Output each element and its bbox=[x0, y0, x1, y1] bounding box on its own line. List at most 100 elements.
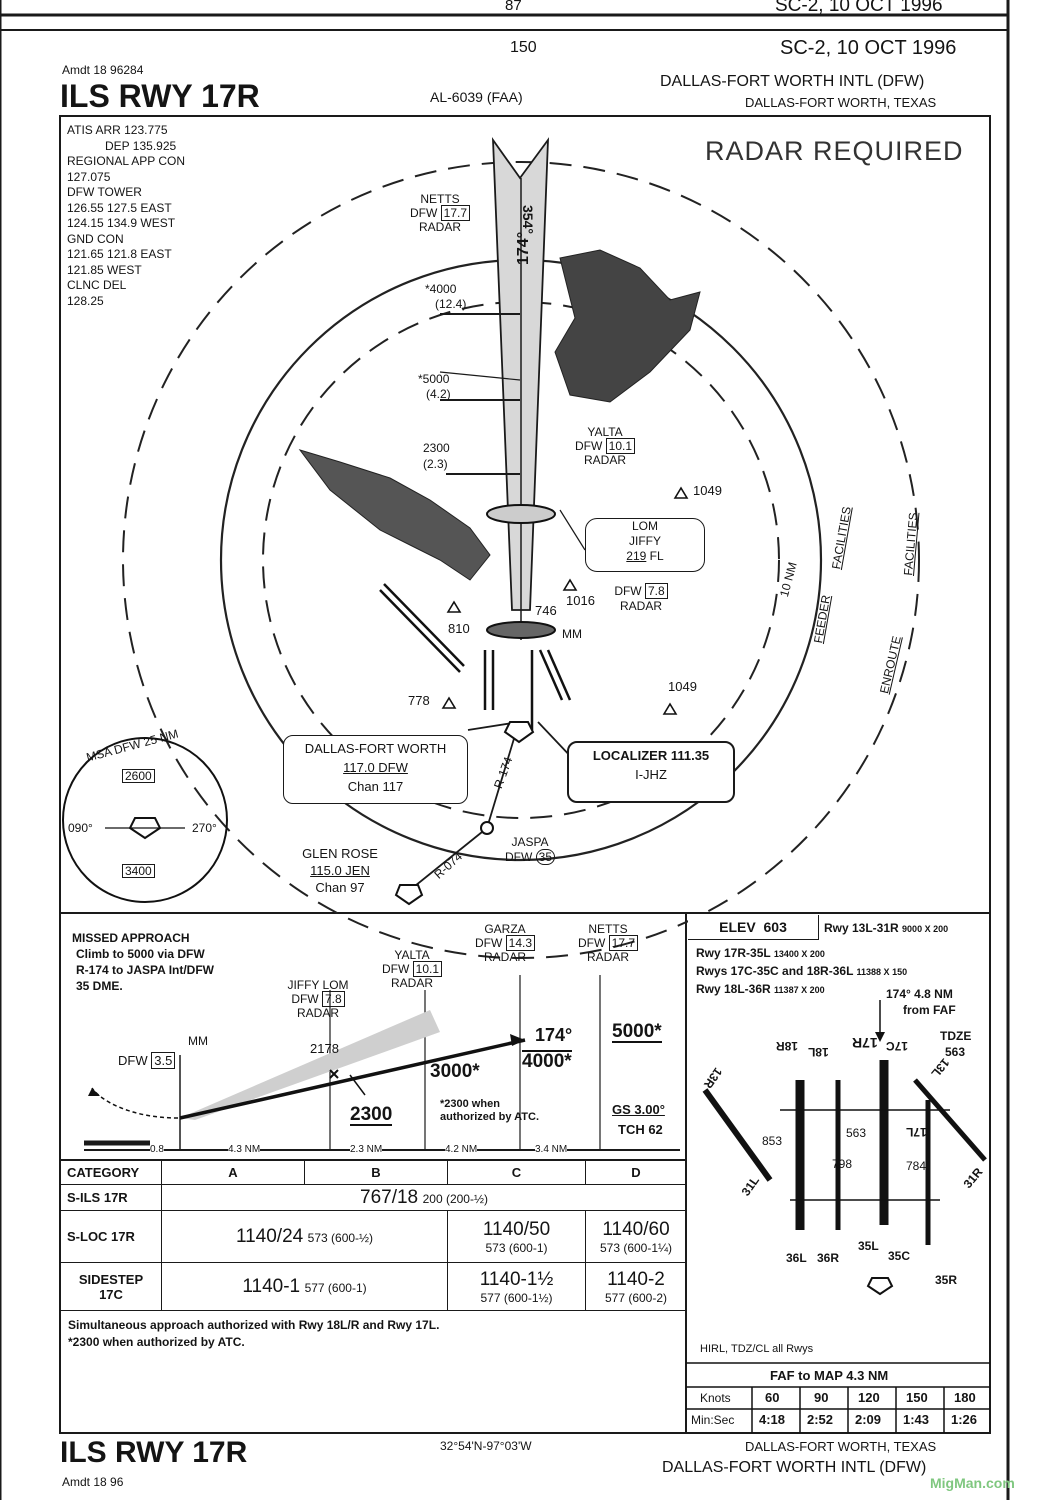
netts-name-profile: NETTS bbox=[588, 922, 628, 936]
atis-dep: DEP 135.925 bbox=[105, 138, 177, 153]
msa-sector-3400: 3400 bbox=[122, 864, 155, 878]
s-ils-sub: 200 (200-½) bbox=[422, 1191, 488, 1206]
alt-2300: 2300 bbox=[423, 441, 450, 455]
jiffy-dme-fix: DFW 7.8 RADAR bbox=[596, 583, 686, 614]
category-b: B bbox=[304, 1160, 448, 1185]
spot-elev-798: 798 bbox=[832, 1157, 853, 1171]
minimums-notes: Simultaneous approach authorized with Rw… bbox=[68, 1317, 439, 1351]
yalta-fix: YALTA DFW 10.1 RADAR bbox=[555, 425, 655, 467]
profile-note-line1: *2300 when bbox=[440, 1098, 500, 1110]
tower-east: 126.55 127.5 EAST bbox=[67, 200, 172, 215]
footer-amdt: Amdt 18 96 bbox=[62, 1475, 124, 1489]
faf-bearing-note: 174° 4.8 NM bbox=[886, 987, 953, 1001]
segment-1: 4.3 NM bbox=[228, 1144, 261, 1155]
alt-2178: 2178 bbox=[310, 1041, 339, 1056]
obstacle-1016: 1016 bbox=[566, 593, 595, 608]
prev-page-number: 87 bbox=[505, 0, 522, 14]
minsec-180: 1:26 bbox=[951, 1412, 978, 1427]
garza-dist: 14.3 bbox=[505, 935, 536, 951]
jiffy-dist: 7.8 bbox=[644, 583, 668, 599]
rwy-label-36l: 36L bbox=[786, 1251, 807, 1265]
msa-bearing-270: 270° bbox=[192, 821, 217, 835]
alt-4000-profile: 4000* bbox=[522, 1050, 572, 1072]
glen-rose-vortac: GLEN ROSE 115.0 JEN Chan 97 bbox=[290, 845, 390, 896]
tdze-label: TDZE bbox=[940, 1029, 972, 1043]
spot-elev-784: 784 bbox=[906, 1159, 927, 1173]
elevation-value: 603 bbox=[763, 919, 787, 935]
jaspa-dfw: DFW bbox=[504, 850, 533, 864]
sidestep-ab-sub: 577 (600-1) bbox=[304, 1280, 367, 1295]
rwy-label-17l: 17L bbox=[906, 1125, 927, 1139]
dist-4000: (12.4) bbox=[435, 297, 467, 311]
garza-name: GARZA bbox=[484, 922, 526, 936]
localizer-freq: LOCALIZER 111.35 bbox=[592, 748, 710, 763]
knots-180: 180 bbox=[954, 1390, 976, 1405]
amendment: Amdt 18 96284 bbox=[62, 63, 144, 77]
knots-60: 60 bbox=[765, 1390, 780, 1405]
minimums-table: CATEGORY A B C D S-ILS 17R 767/18 200 (2… bbox=[60, 1160, 687, 1311]
mm-dist: 3.5 bbox=[151, 1052, 176, 1069]
airport-city: DALLAS-FORT WORTH, TEXAS bbox=[745, 95, 937, 110]
netts-radar: RADAR bbox=[418, 220, 461, 234]
jiffy-radar-profile: RADAR bbox=[296, 1006, 339, 1020]
prev-page-date: SC-2, 10 OCT 1996 bbox=[775, 0, 943, 16]
jiffy-fix-profile: JIFFY LOM DFW 7.8 RADAR bbox=[278, 978, 358, 1020]
profile-note: *2300 when authorized by ATC. bbox=[440, 1098, 539, 1124]
netts-fix: NETTS DFW 17.7 RADAR bbox=[395, 192, 485, 234]
s-loc-label: S-LOC 17R bbox=[60, 1210, 162, 1263]
procedure-id: AL-6039 (FAA) bbox=[430, 89, 523, 105]
sidestep-label: SIDESTEP bbox=[78, 1271, 144, 1287]
sidestep-d-sub: 577 (600-2) bbox=[604, 1290, 668, 1305]
tdze-value: 563 bbox=[945, 1045, 966, 1059]
threshold-crossing-height: TCH 62 bbox=[618, 1122, 663, 1137]
rwy-label-36r: 36R bbox=[817, 1251, 840, 1265]
dist-5000: (4.2) bbox=[426, 387, 451, 401]
rwy-17r-35l: Rwy 17R-35L bbox=[696, 946, 771, 960]
note-2300: *2300 when authorized by ATC. bbox=[68, 1335, 245, 1349]
s-ils-label: S-ILS 17R bbox=[60, 1184, 162, 1211]
elevation-box: ELEV 603 bbox=[688, 915, 819, 940]
localizer-ident: I-JHZ bbox=[635, 767, 667, 782]
sidestep-d-value: 1140-2 bbox=[607, 1268, 665, 1290]
profile-note-line2: authorized by ATC. bbox=[440, 1111, 539, 1123]
knots-90: 90 bbox=[814, 1390, 829, 1405]
garza-dfw: DFW bbox=[474, 936, 503, 950]
sidestep-ab-value: 1140-1 bbox=[242, 1275, 301, 1297]
course-174-plan: 174° bbox=[515, 231, 532, 265]
netts-dist-profile: 17.7 bbox=[608, 935, 639, 951]
segment-2: 2.3 NM bbox=[350, 1144, 383, 1155]
minsec-label: Min:Sec bbox=[691, 1413, 735, 1427]
footer-coords: 32°54'N-97°03'W bbox=[440, 1439, 532, 1453]
dist-2300: (2.3) bbox=[423, 457, 448, 471]
knots-label: Knots bbox=[700, 1391, 731, 1405]
watermark: MigMan.com bbox=[930, 1475, 1015, 1491]
vortac-chan: Chan 117 bbox=[347, 779, 404, 794]
elevation-label: ELEV bbox=[719, 919, 756, 935]
alt-4000: *4000 bbox=[425, 282, 457, 296]
s-loc-c-value: 1140/50 bbox=[482, 1218, 551, 1240]
comms-block: ATIS ARR 123.775 DEP 135.925 REGIONAL AP… bbox=[67, 123, 185, 309]
sidestep-runway: 17C bbox=[99, 1286, 123, 1302]
yalta-name: YALTA bbox=[587, 425, 623, 439]
jaspa-dist: 35 bbox=[535, 849, 556, 865]
runway-list: Rwy 17R-35L 13400 X 200 Rwys 17C-35C and… bbox=[696, 945, 907, 999]
faf-bearing-note2: from FAF bbox=[903, 1003, 956, 1017]
tower-label: DFW TOWER bbox=[67, 185, 142, 199]
note-simultaneous: Simultaneous approach authorized with Rw… bbox=[68, 1318, 440, 1332]
tower-west: 124.15 134.9 WEST bbox=[67, 216, 176, 230]
alt-2300-profile: 2300 bbox=[350, 1104, 393, 1126]
rwy-label-18l: 18L bbox=[808, 1045, 829, 1059]
lom-ident: FL bbox=[649, 549, 664, 563]
yalta-name-profile: YALTA bbox=[394, 948, 430, 962]
page-title: ILS RWY 17R bbox=[60, 78, 260, 114]
obstacle-1049-a: 1049 bbox=[693, 483, 722, 498]
airport-name: DALLAS-FORT WORTH INTL (DFW) bbox=[660, 73, 925, 90]
obstacle-810: 810 bbox=[448, 621, 470, 636]
jaspa-name: JASPA bbox=[511, 835, 549, 849]
jiffy-radar: RADAR bbox=[619, 599, 662, 613]
clnc-freq: 128.25 bbox=[67, 293, 104, 308]
lighting-note: HIRL, TDZ/CL all Rwys bbox=[700, 1343, 814, 1355]
rwy-label-18r: 18R bbox=[776, 1039, 799, 1053]
mm-label-plan: MM bbox=[562, 627, 582, 641]
knots-120: 120 bbox=[858, 1390, 880, 1405]
